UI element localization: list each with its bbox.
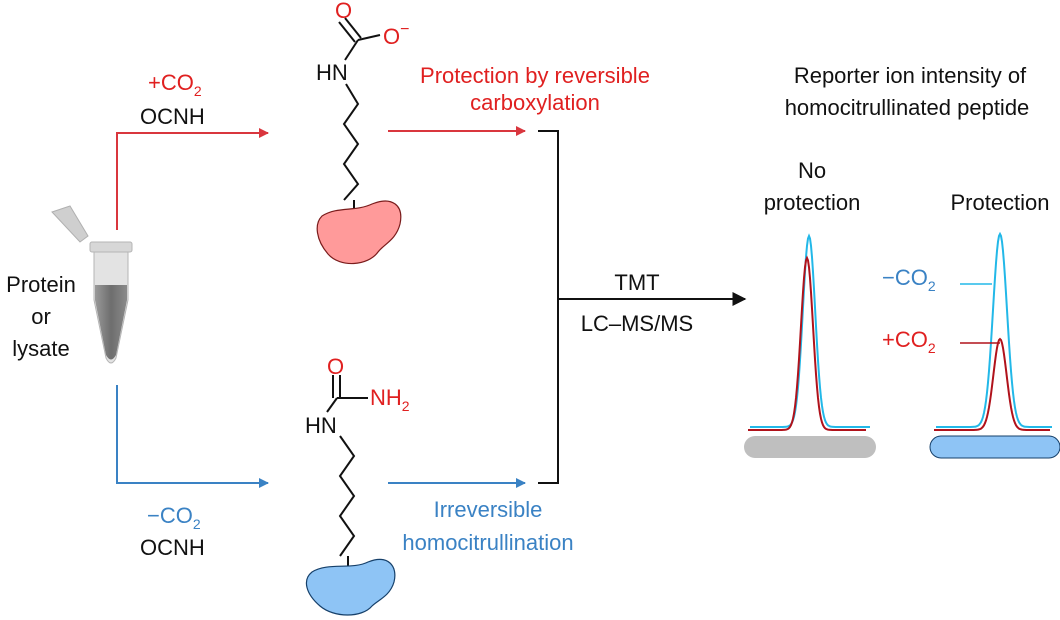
bottom-nh2-label: NH2 bbox=[370, 385, 410, 414]
top-oxygen-label: O bbox=[335, 0, 352, 23]
top-hn-label: HN bbox=[316, 60, 348, 85]
protection-protein-bar bbox=[929, 435, 1060, 459]
legend-plus-co2: +CO2 bbox=[882, 327, 936, 356]
top-branch-arrow bbox=[116, 128, 269, 230]
bottom-branch-arrow bbox=[116, 385, 269, 488]
top-reagent-co2: +CO2 bbox=[148, 70, 202, 99]
protection-peak-plus-co2 bbox=[934, 337, 1050, 431]
bottom-oxygen-label: O bbox=[327, 354, 344, 379]
sample-label-line3: lysate bbox=[12, 336, 69, 361]
top-caption-line2: carboxylation bbox=[470, 90, 600, 115]
tmt-label: TMT bbox=[614, 270, 659, 295]
protein-red-blob bbox=[316, 200, 402, 265]
no-protection-peak-minus-co2 bbox=[750, 233, 870, 428]
bottom-reagent-co2: −CO2 bbox=[147, 503, 201, 532]
protein-blue-blob bbox=[305, 558, 396, 616]
carbamate-structure bbox=[338, 17, 381, 212]
microcentrifuge-tube-icon bbox=[51, 205, 133, 364]
protection-header: Protection bbox=[950, 190, 1049, 215]
protection-peak-minus-co2 bbox=[936, 231, 1052, 428]
bottom-reagent-ocnh: OCNH bbox=[140, 535, 205, 560]
readout-title-line1: Reporter ion intensity of bbox=[794, 63, 1027, 88]
sample-label-line2: or bbox=[31, 304, 51, 329]
bottom-hn-label: HN bbox=[305, 413, 337, 438]
top-oxide-label: O− bbox=[383, 21, 409, 49]
lcms-label: LC–MS/MS bbox=[581, 311, 693, 336]
top-reagent-ocnh: OCNH bbox=[140, 104, 205, 129]
no-protection-peak-plus-co2 bbox=[748, 255, 866, 431]
sample-label-line1: Protein bbox=[6, 272, 76, 297]
merge-bracket bbox=[538, 130, 559, 484]
bottom-caption-line2: homocitrullination bbox=[402, 530, 573, 555]
top-caption-line1: Protection by reversible bbox=[420, 63, 650, 88]
legend-minus-co2: −CO2 bbox=[882, 265, 936, 294]
no-protection-protein-bar bbox=[744, 436, 876, 458]
no-protection-header-line1: No bbox=[798, 158, 826, 183]
readout-title-line2: homocitrullinated peptide bbox=[785, 95, 1030, 120]
homocitrulline-structure bbox=[326, 375, 368, 566]
bottom-caption-line1: Irreversible bbox=[434, 497, 543, 522]
no-protection-header-line2: protection bbox=[764, 190, 861, 215]
